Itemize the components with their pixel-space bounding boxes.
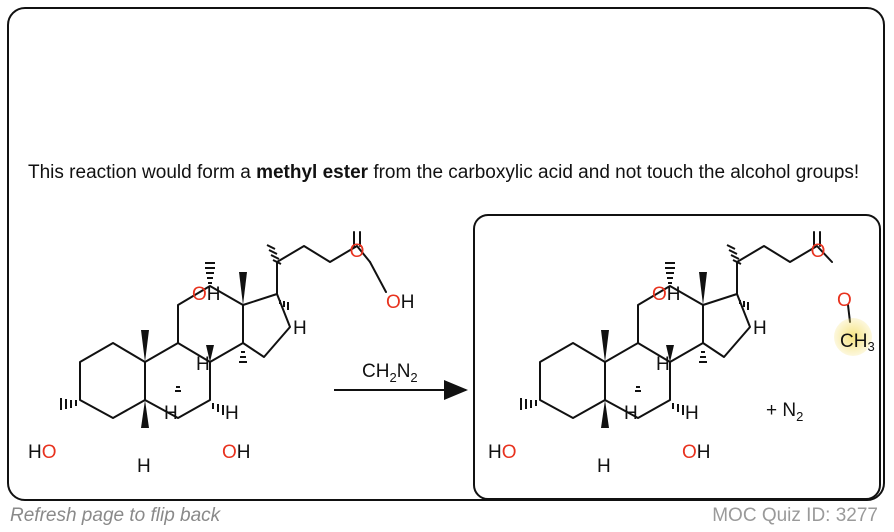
byproduct-n2: + N2 [766,400,803,424]
product-c9-h: H [624,403,638,424]
reactant-c5-h: H [137,456,151,477]
reactant-c7-oh: OH [222,442,251,463]
reactant-carbonyl-o: O [350,241,365,262]
explanation-text: This reaction would form a methyl ester … [28,160,868,185]
quiz-card [7,7,885,501]
product-c3-oh: HO [488,442,517,463]
product-c12-oh: OH [652,284,681,305]
reactant-c9-h: H [164,403,178,424]
reactant-c14-h: H [225,403,239,424]
explanation-emphasis: methyl ester [256,162,369,183]
product-c8-h: H [656,354,670,375]
product-ester-o: O [837,290,852,311]
explanation-suffix: from the carboxylic acid and not touch t… [368,162,860,183]
product-c14-h: H [685,403,699,424]
reactant-acid-oh: OH [386,292,415,313]
reactant-c12-oh: OH [192,284,221,305]
flip-back-hint: Refresh page to flip back [10,505,221,526]
product-c7-oh: OH [682,442,711,463]
product-c17-h: H [753,318,767,339]
product-molecule: O O CH3 OH HO OH H H H H H [488,231,875,477]
product-c5-h: H [597,456,611,477]
product-box [473,214,881,500]
reactant-c8-h: H [196,354,210,375]
product-carbonyl-o: O [811,241,826,262]
product-methyl: CH3 [840,331,875,354]
reagent-diazomethane: CH2N2 [362,361,418,385]
quiz-id: MOC Quiz ID: 3277 [712,505,878,526]
reactant-molecule: O OH OH HO OH H H H H H [28,231,415,477]
methyl-highlight [834,318,872,356]
explanation-prefix: This reaction would form a [28,162,257,183]
reactant-c17-h: H [293,318,307,339]
reactant-c3-oh: HO [28,442,57,463]
